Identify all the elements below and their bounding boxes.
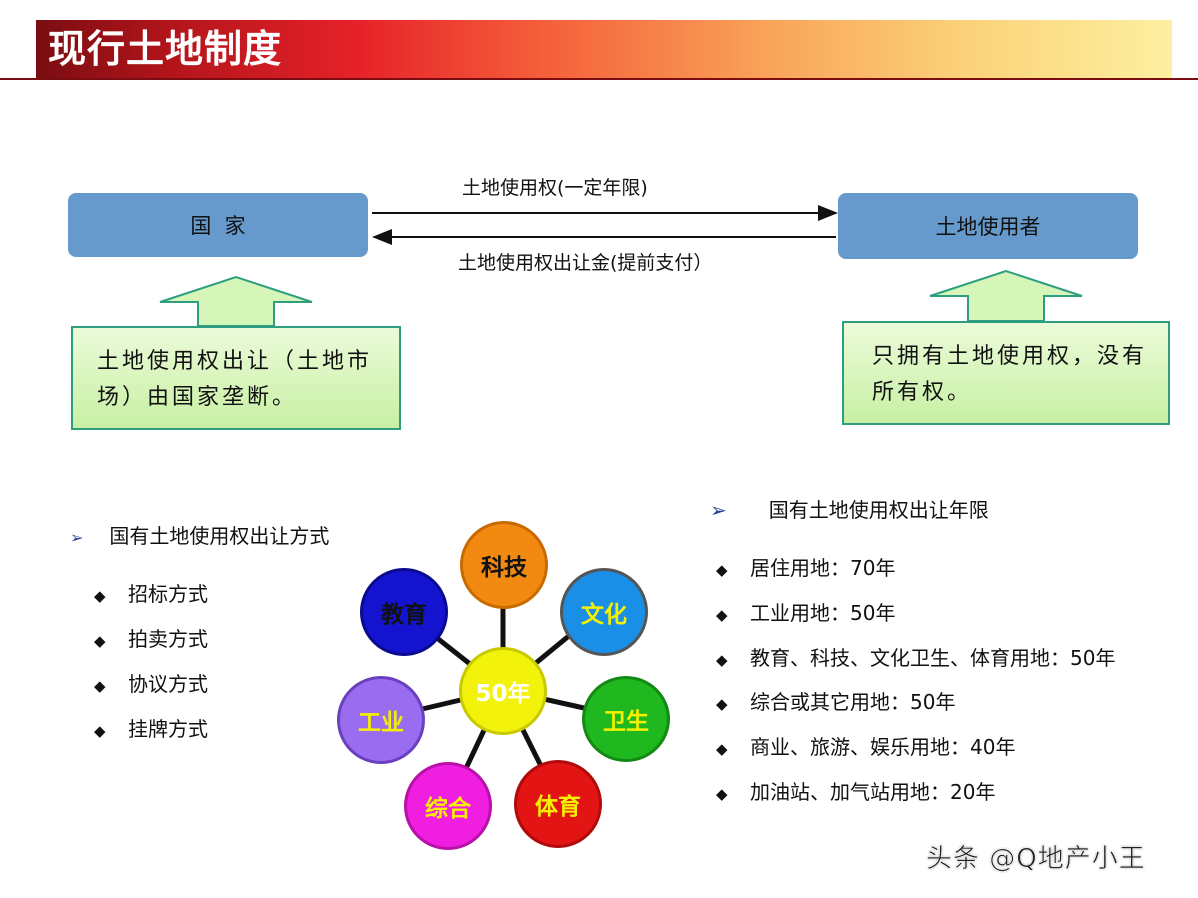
diamond-bullet-icon: ◆	[716, 695, 728, 713]
list-item: ◆工业用地：50年	[716, 601, 896, 625]
watermark: 头条 @Q地产小王	[926, 844, 1146, 875]
list-item: ◆综合或其它用地：50年	[716, 690, 956, 714]
diamond-bullet-icon: ◆	[716, 740, 728, 758]
note-state-monopoly: 土地使用权出让（土地市场）由国家垄断。	[71, 326, 401, 430]
arrow-label-transfer-fee: 土地使用权出让金(提前支付）	[458, 252, 713, 274]
list-item: ◆挂牌方式	[94, 717, 208, 741]
note-use-right-only: 只拥有土地使用权，没有所有权。	[842, 321, 1170, 425]
up-arrow-right	[929, 269, 1083, 322]
diamond-bullet-icon: ◆	[94, 677, 106, 695]
center-50-years: 50年	[459, 647, 547, 735]
list-item: ◆拍卖方式	[94, 627, 208, 651]
up-arrow-left	[159, 275, 313, 327]
petal-general: 综合	[404, 762, 492, 850]
petal-tech: 科技	[460, 521, 548, 609]
list-item: ◆教育、科技、文化卫生、体育用地：50年	[716, 646, 1116, 670]
list-item: ◆加油站、加气站用地：20年	[716, 780, 996, 804]
list-item: ◆商业、旅游、娱乐用地：40年	[716, 735, 1016, 759]
list-item: ◆协议方式	[94, 672, 208, 696]
left-heading-text: 国有土地使用权出让方式	[109, 524, 330, 548]
diamond-bullet-icon: ◆	[716, 561, 728, 579]
petal-sport: 体育	[514, 760, 602, 848]
right-section-heading: ➢ 国有土地使用权出让年限	[710, 494, 989, 523]
chevron-right-icon: ➢	[70, 528, 84, 547]
petal-education: 教育	[360, 568, 448, 656]
page-title: 现行土地制度	[48, 27, 283, 71]
left-section-heading: ➢ 国有土地使用权出让方式	[70, 520, 329, 549]
title-banner	[36, 20, 1172, 78]
land-user-box: 土地使用者	[838, 193, 1138, 259]
petal-industry: 工业	[337, 676, 425, 764]
diamond-bullet-icon: ◆	[716, 651, 728, 669]
title-underline	[0, 78, 1198, 80]
petal-culture: 文化	[560, 568, 648, 656]
diamond-bullet-icon: ◆	[94, 587, 106, 605]
petal-health: 卫生	[582, 676, 670, 762]
arrow-label-land-use-right: 土地使用权(一定年限)	[462, 177, 648, 199]
diamond-bullet-icon: ◆	[94, 632, 106, 650]
list-item: ◆招标方式	[94, 582, 208, 606]
chevron-right-icon: ➢	[710, 498, 727, 522]
list-item: ◆居住用地：70年	[716, 556, 896, 580]
diamond-bullet-icon: ◆	[716, 785, 728, 803]
right-heading-text: 国有土地使用权出让年限	[768, 498, 989, 522]
country-box: 国 家	[68, 193, 368, 257]
diamond-bullet-icon: ◆	[716, 606, 728, 624]
diamond-bullet-icon: ◆	[94, 722, 106, 740]
